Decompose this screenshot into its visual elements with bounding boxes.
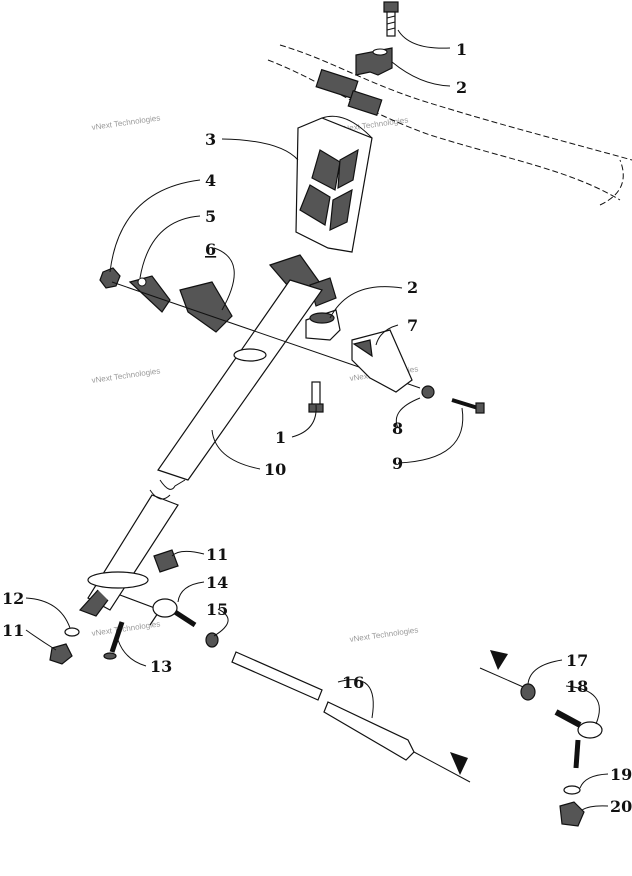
callout-11-lower: 11 [2, 621, 24, 640]
washer-19 [563, 785, 581, 795]
callout-18: 18 [566, 677, 588, 696]
nut-15 [205, 632, 219, 648]
callout-7: 7 [407, 316, 418, 335]
callout-12: 12 [2, 589, 24, 608]
callout-20: 20 [610, 797, 632, 816]
callout-3: 3 [205, 130, 216, 149]
callout-1-lower: 1 [275, 428, 286, 447]
arm-5 [128, 275, 171, 313]
nut-11-upper [153, 549, 179, 573]
callout-11-upper: 11 [206, 545, 228, 564]
handlebar [267, 44, 632, 206]
bracket-7 [351, 329, 413, 393]
nut-8 [421, 385, 435, 399]
clamp-lower [305, 309, 341, 341]
bolt-13 [103, 621, 125, 660]
watermark-1: vNext Technologies [91, 113, 161, 132]
callout-5: 5 [205, 207, 216, 226]
handlebar-knurl-left [315, 68, 359, 100]
nut-11-lower [49, 643, 73, 665]
callout-6: 6 [205, 240, 216, 259]
callout-2-top: 2 [456, 78, 467, 97]
bolt-9 [451, 398, 485, 414]
callout-10: 10 [264, 460, 286, 479]
callout-14: 14 [206, 573, 228, 592]
steering-post-bracket [295, 115, 373, 253]
nut-20 [559, 801, 585, 827]
clamp-top [355, 47, 393, 76]
tie-rod-outer-assembly [479, 650, 603, 827]
callout-17: 17 [566, 651, 588, 670]
callout-1-top: 1 [456, 40, 467, 59]
callout-19: 19 [610, 765, 632, 784]
callout-16: 16 [342, 673, 364, 692]
watermark-6: vNext Technologies [349, 625, 419, 644]
leader-lines [25, 29, 609, 811]
watermark-3: vNext Technologies [91, 366, 161, 385]
callout-8: 8 [392, 419, 403, 438]
callouts: 1 2 3 4 5 6 2 7 1 8 9 10 11 12 11 14 15 … [2, 40, 632, 816]
steering-column [78, 254, 337, 626]
nut-17 [520, 683, 536, 701]
callout-9: 9 [392, 454, 403, 473]
bracket-6 [179, 281, 233, 333]
tie-rod-end-18 [577, 721, 603, 739]
handlebar-knurl-right [347, 90, 383, 116]
callout-4: 4 [205, 171, 216, 190]
callout-2-lower: 2 [407, 278, 418, 297]
tie-rod-end-14 [152, 598, 197, 628]
tie-rod-16 [231, 651, 471, 783]
callout-13: 13 [150, 657, 172, 676]
callout-15: 15 [206, 600, 228, 619]
washer-12 [64, 627, 80, 637]
bolt-top [383, 1, 399, 37]
